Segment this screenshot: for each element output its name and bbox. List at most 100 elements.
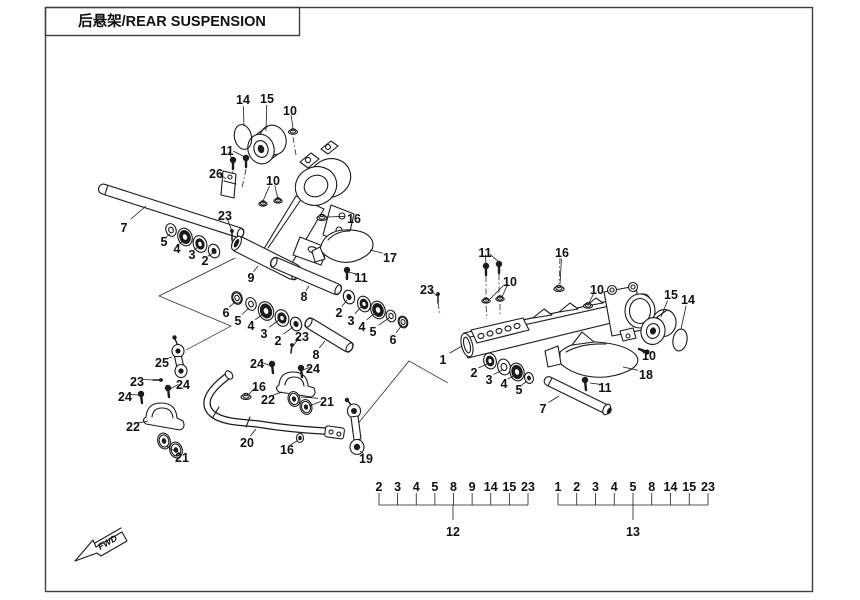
leader-line [501, 285, 508, 298]
hardware-fnut [495, 295, 505, 302]
part-number-label: 3 [261, 327, 268, 341]
leader-line [326, 215, 346, 218]
part-number-label: 23 [420, 283, 434, 297]
part-number-label: 2 [471, 366, 478, 380]
leader-line [347, 271, 357, 275]
mud-guard-17-drawing [311, 229, 374, 263]
leader-line [254, 313, 264, 321]
leader-line [359, 450, 365, 455]
hardware-washer [385, 309, 397, 323]
ref-item-label: 2 [376, 480, 383, 494]
part-number-label: 23 [295, 330, 309, 344]
part-number-label: 4 [248, 319, 255, 333]
leader-line [308, 401, 321, 407]
bolt-fastener [137, 390, 145, 405]
hardware-washer [245, 297, 257, 311]
bolt-fastener [297, 364, 305, 379]
leader-line [622, 366, 639, 371]
leader-line [290, 114, 294, 129]
part-number-label: 2 [202, 254, 209, 268]
leader-line [219, 173, 227, 180]
leader-line [130, 205, 147, 220]
leader-line [253, 265, 259, 273]
part-number-label: 10 [642, 349, 656, 363]
part-number-label: 11 [220, 144, 233, 158]
ref-item-label: 23 [521, 480, 535, 494]
ref-item-label: 8 [648, 480, 655, 494]
hardware-nut [231, 291, 243, 305]
hardware-fnut [273, 197, 283, 204]
leader-line [318, 340, 326, 349]
leader-line [227, 219, 233, 232]
part-number-label: 7 [540, 402, 547, 416]
leader-line [559, 258, 562, 285]
ref-group-number: 12 [446, 525, 460, 539]
leader-line [233, 150, 246, 158]
leader-line [493, 369, 503, 375]
part-number-label: 19 [359, 452, 373, 466]
bolt-fastener [268, 360, 276, 375]
hardware-bearing [274, 309, 290, 327]
hardware-fnut [240, 392, 252, 401]
snap-ring-14-right-drawing [672, 328, 688, 352]
hardware-washer [165, 223, 177, 237]
leader-line [354, 305, 363, 315]
part-number-label: 3 [348, 314, 355, 328]
part-number-label: 18 [639, 368, 653, 382]
leader-line [292, 337, 300, 347]
clamp-22-right-drawing [275, 371, 316, 398]
part-number-label: 11 [478, 246, 491, 260]
hardware-ringnut [295, 432, 305, 444]
fwd-marker: FWD [74, 527, 128, 562]
ref-item-label: 3 [592, 480, 599, 494]
right-swingarm-drawing [460, 281, 656, 359]
ref-item-label: 15 [502, 480, 516, 494]
page-frame: 后悬架/REAR SUSPENSION [44, 6, 814, 593]
leader-line [169, 384, 179, 390]
part-number-label: 4 [501, 377, 508, 391]
part-number-label: 4 [359, 320, 366, 334]
part-number-label: 16 [347, 212, 361, 226]
part-number-label: 3 [189, 248, 196, 262]
leader-line [138, 420, 149, 424]
leader-line [588, 292, 595, 304]
leader-line [262, 185, 270, 202]
leader-line [272, 391, 283, 396]
bolt-fastener [229, 156, 237, 171]
leader-line [165, 445, 177, 453]
hardware-bush [299, 399, 313, 415]
ref-item-label: 14 [664, 480, 678, 494]
hardware-bush [157, 432, 171, 450]
hardware-washer2 [207, 243, 221, 259]
leader-line [228, 151, 233, 160]
pin-fastener [152, 378, 163, 382]
ref-item-label: 1 [555, 480, 562, 494]
hardware-bearing [483, 352, 497, 370]
bolt-fastener [164, 384, 172, 399]
bolt-fastener [495, 260, 503, 275]
leader-line [341, 299, 348, 307]
leader-line [378, 317, 390, 326]
part-number-label: 20 [240, 436, 254, 450]
part-number-label: 6 [223, 306, 230, 320]
leader-line [207, 252, 214, 257]
leader-line [640, 350, 647, 353]
part-number-label: 5 [516, 383, 523, 397]
ref-item-label: 5 [630, 480, 637, 494]
leader-line [366, 311, 377, 321]
hardware-seal [370, 300, 386, 320]
part-number-label: 10 [266, 174, 280, 188]
leader-line [369, 249, 384, 254]
leader-line [283, 326, 294, 335]
hardware-fnut [258, 200, 268, 207]
leader-line [194, 245, 200, 251]
leader-line [548, 395, 560, 403]
leader-line [290, 440, 298, 446]
hardware-washer2 [524, 372, 534, 384]
part-number-label: 2 [336, 306, 343, 320]
leader-line [129, 393, 139, 396]
ref-item-label: 4 [413, 480, 420, 494]
part-number-label: 21 [320, 395, 334, 409]
